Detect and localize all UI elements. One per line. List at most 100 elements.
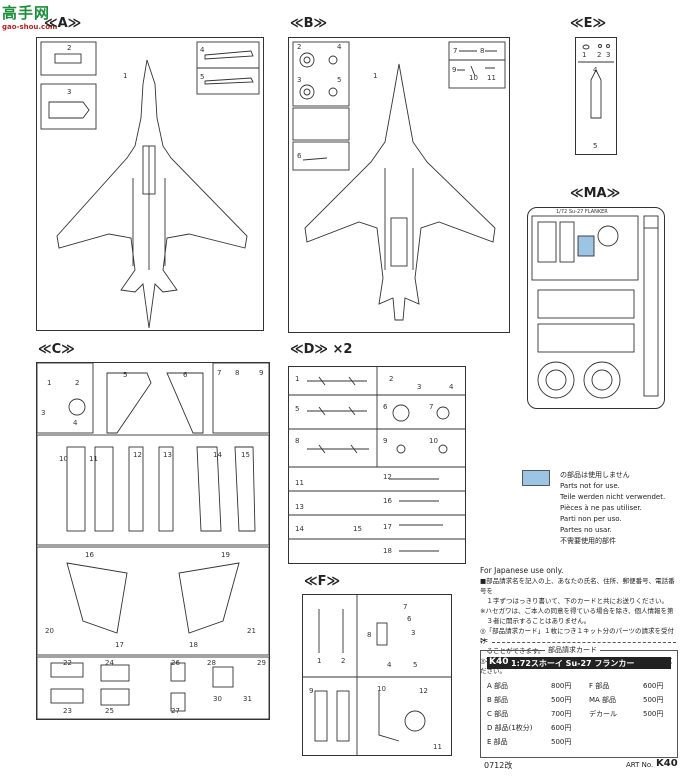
date-code: 0712改 [484,761,513,770]
part-f-5: 5 [413,661,418,669]
order-card: 部品請求カード K40 1:72スホーイ Su-27 フランカー A 部品 80… [480,645,678,758]
part-b-5: 5 [337,76,342,84]
part-c-22: 22 [63,659,72,667]
photoetch-drawing [531,215,659,399]
part-c-11: 11 [89,455,98,463]
scissors-icon: ✂ [480,636,489,647]
part-e-4: 4 [593,66,598,74]
part-c-29: 29 [257,659,266,667]
part-a-2: 2 [67,44,72,52]
legend-line-zh: 不需要使用的部件 [560,537,616,545]
part-c-1: 1 [47,379,52,387]
part-c-12: 12 [133,451,142,459]
sprue-frame-e: 1 2 3 4 5 [575,37,617,155]
part-c-21: 21 [247,627,256,635]
frame-d-label: ≪D≫ ×2 [290,342,353,357]
part-c-2: 2 [75,379,80,387]
watermark-logo: 高手网 gao-shou.com [2,2,82,36]
frame-ma-label: ≪MA≫ [570,186,621,201]
order-row-label: デカール [589,710,617,718]
part-f-9: 9 [309,687,314,695]
order-card-title-bar [487,657,671,669]
sprue-b-drawing [292,41,506,321]
not-for-use-legend: の部品は使用しません Parts not for use. Teile werd… [560,470,665,547]
legend-line-ja: の部品は使用しません [560,471,630,479]
japanese-note-line: ３者に開示することはありません。 [480,617,591,625]
order-row-price: 500円 [643,696,664,704]
part-d-6: 6 [383,403,388,411]
part-b-9: 9 [452,66,457,74]
watermark-url: gao-shou.com [2,23,58,31]
sprue-d-drawing [289,367,465,552]
photoetch-fret-title: 1/72 Su-27 FLANKER [556,209,608,215]
part-d-1: 1 [295,375,300,383]
part-c-24: 24 [105,659,114,667]
part-e-5: 5 [593,142,598,150]
part-c-16: 16 [85,551,94,559]
part-d-10: 10 [429,437,438,445]
frame-c-label: ≪C≫ [38,342,75,357]
sprue-frame-f: 1 2 3 4 5 6 7 8 9 10 11 12 [302,594,452,756]
part-d-9: 9 [383,437,388,445]
part-d-5: 5 [295,405,300,413]
sprue-frame-a: 1 2 3 4 5 [36,37,264,331]
japanese-note-line: ◎「部品請求カード」１枚につき１キット分のパーツの請求を受付け [480,627,675,645]
art-number-value: K40 [656,758,678,769]
part-e-2: 2 [597,51,602,59]
part-d-11: 11 [295,479,304,487]
part-f-3: 3 [411,629,416,637]
order-card-header: 部品請求カード [545,645,600,655]
part-c-8: 8 [235,369,240,377]
part-c-26: 26 [171,659,180,667]
part-c-9: 9 [259,369,264,377]
part-c-10: 10 [59,455,68,463]
part-d-3: 3 [417,383,422,391]
watermark-brand: 高手网 [2,4,51,22]
part-b-7: 7 [453,47,458,55]
sprue-frame-d: 1 2 3 4 5 6 7 8 9 10 11 12 13 14 15 16 1… [288,366,466,564]
order-row-label: A 部品 [487,682,509,690]
part-f-8: 8 [367,631,372,639]
frame-f-label: ≪F≫ [304,574,341,589]
part-b-8: 8 [480,47,485,55]
sprue-a-drawing [40,41,260,329]
japanese-note-line: ■部品請求名を記入の上、あなたの氏名、住所、郵便番号、電話番号を [480,577,675,595]
part-d-18: 18 [383,547,392,555]
part-d-7: 7 [429,403,434,411]
part-f-4: 4 [387,661,392,669]
order-row-label: C 部品 [487,710,509,718]
part-c-18: 18 [189,641,198,649]
sprue-c-drawing [37,363,269,719]
part-b-1: 1 [373,72,378,80]
sprue-frame-b: 1 2 3 4 5 6 7 8 9 10 11 [288,37,510,333]
sprue-frame-c: 1 2 3 4 5 6 7 8 9 10 11 12 13 14 15 16 1… [36,362,270,720]
part-d-16: 16 [383,497,392,505]
part-d-8: 8 [295,437,300,445]
part-f-12: 12 [419,687,428,695]
part-c-13: 13 [163,451,172,459]
order-row-price: 800円 [551,682,572,690]
part-a-1: 1 [123,72,128,80]
part-f-1: 1 [317,657,322,665]
part-c-27: 27 [171,707,180,715]
frame-b-label: ≪B≫ [290,16,328,31]
frame-a-label: ≪A≫ [44,16,82,31]
legend-line-fr: Pièces à ne pas utiliser. [560,504,642,512]
part-b-10: 10 [469,74,478,82]
order-card-kit-code: K40 [489,657,509,667]
part-e-1: 1 [582,51,587,59]
order-row-price: 600円 [643,682,664,690]
japanese-note-line: ※ハセガワは、ご本人の同意を得ている場合を除き、個人情報を第 [480,607,674,615]
order-row-price: 500円 [551,738,572,746]
legend-line-es: Partes no usar. [560,526,612,534]
art-number-label: ART No. [626,761,654,769]
not-for-use-swatch [522,470,550,486]
part-c-5: 5 [123,371,128,379]
legend-line-it: Parti non per uso. [560,515,622,523]
part-c-17: 17 [115,641,124,649]
part-d-17: 17 [383,523,392,531]
part-d-2: 2 [389,375,394,383]
order-row-price: 700円 [551,710,572,718]
part-a-5: 5 [200,73,205,81]
japanese-note-line: １字ずつはっきり書いて、下のカードと共にお送りください。 [480,597,668,605]
